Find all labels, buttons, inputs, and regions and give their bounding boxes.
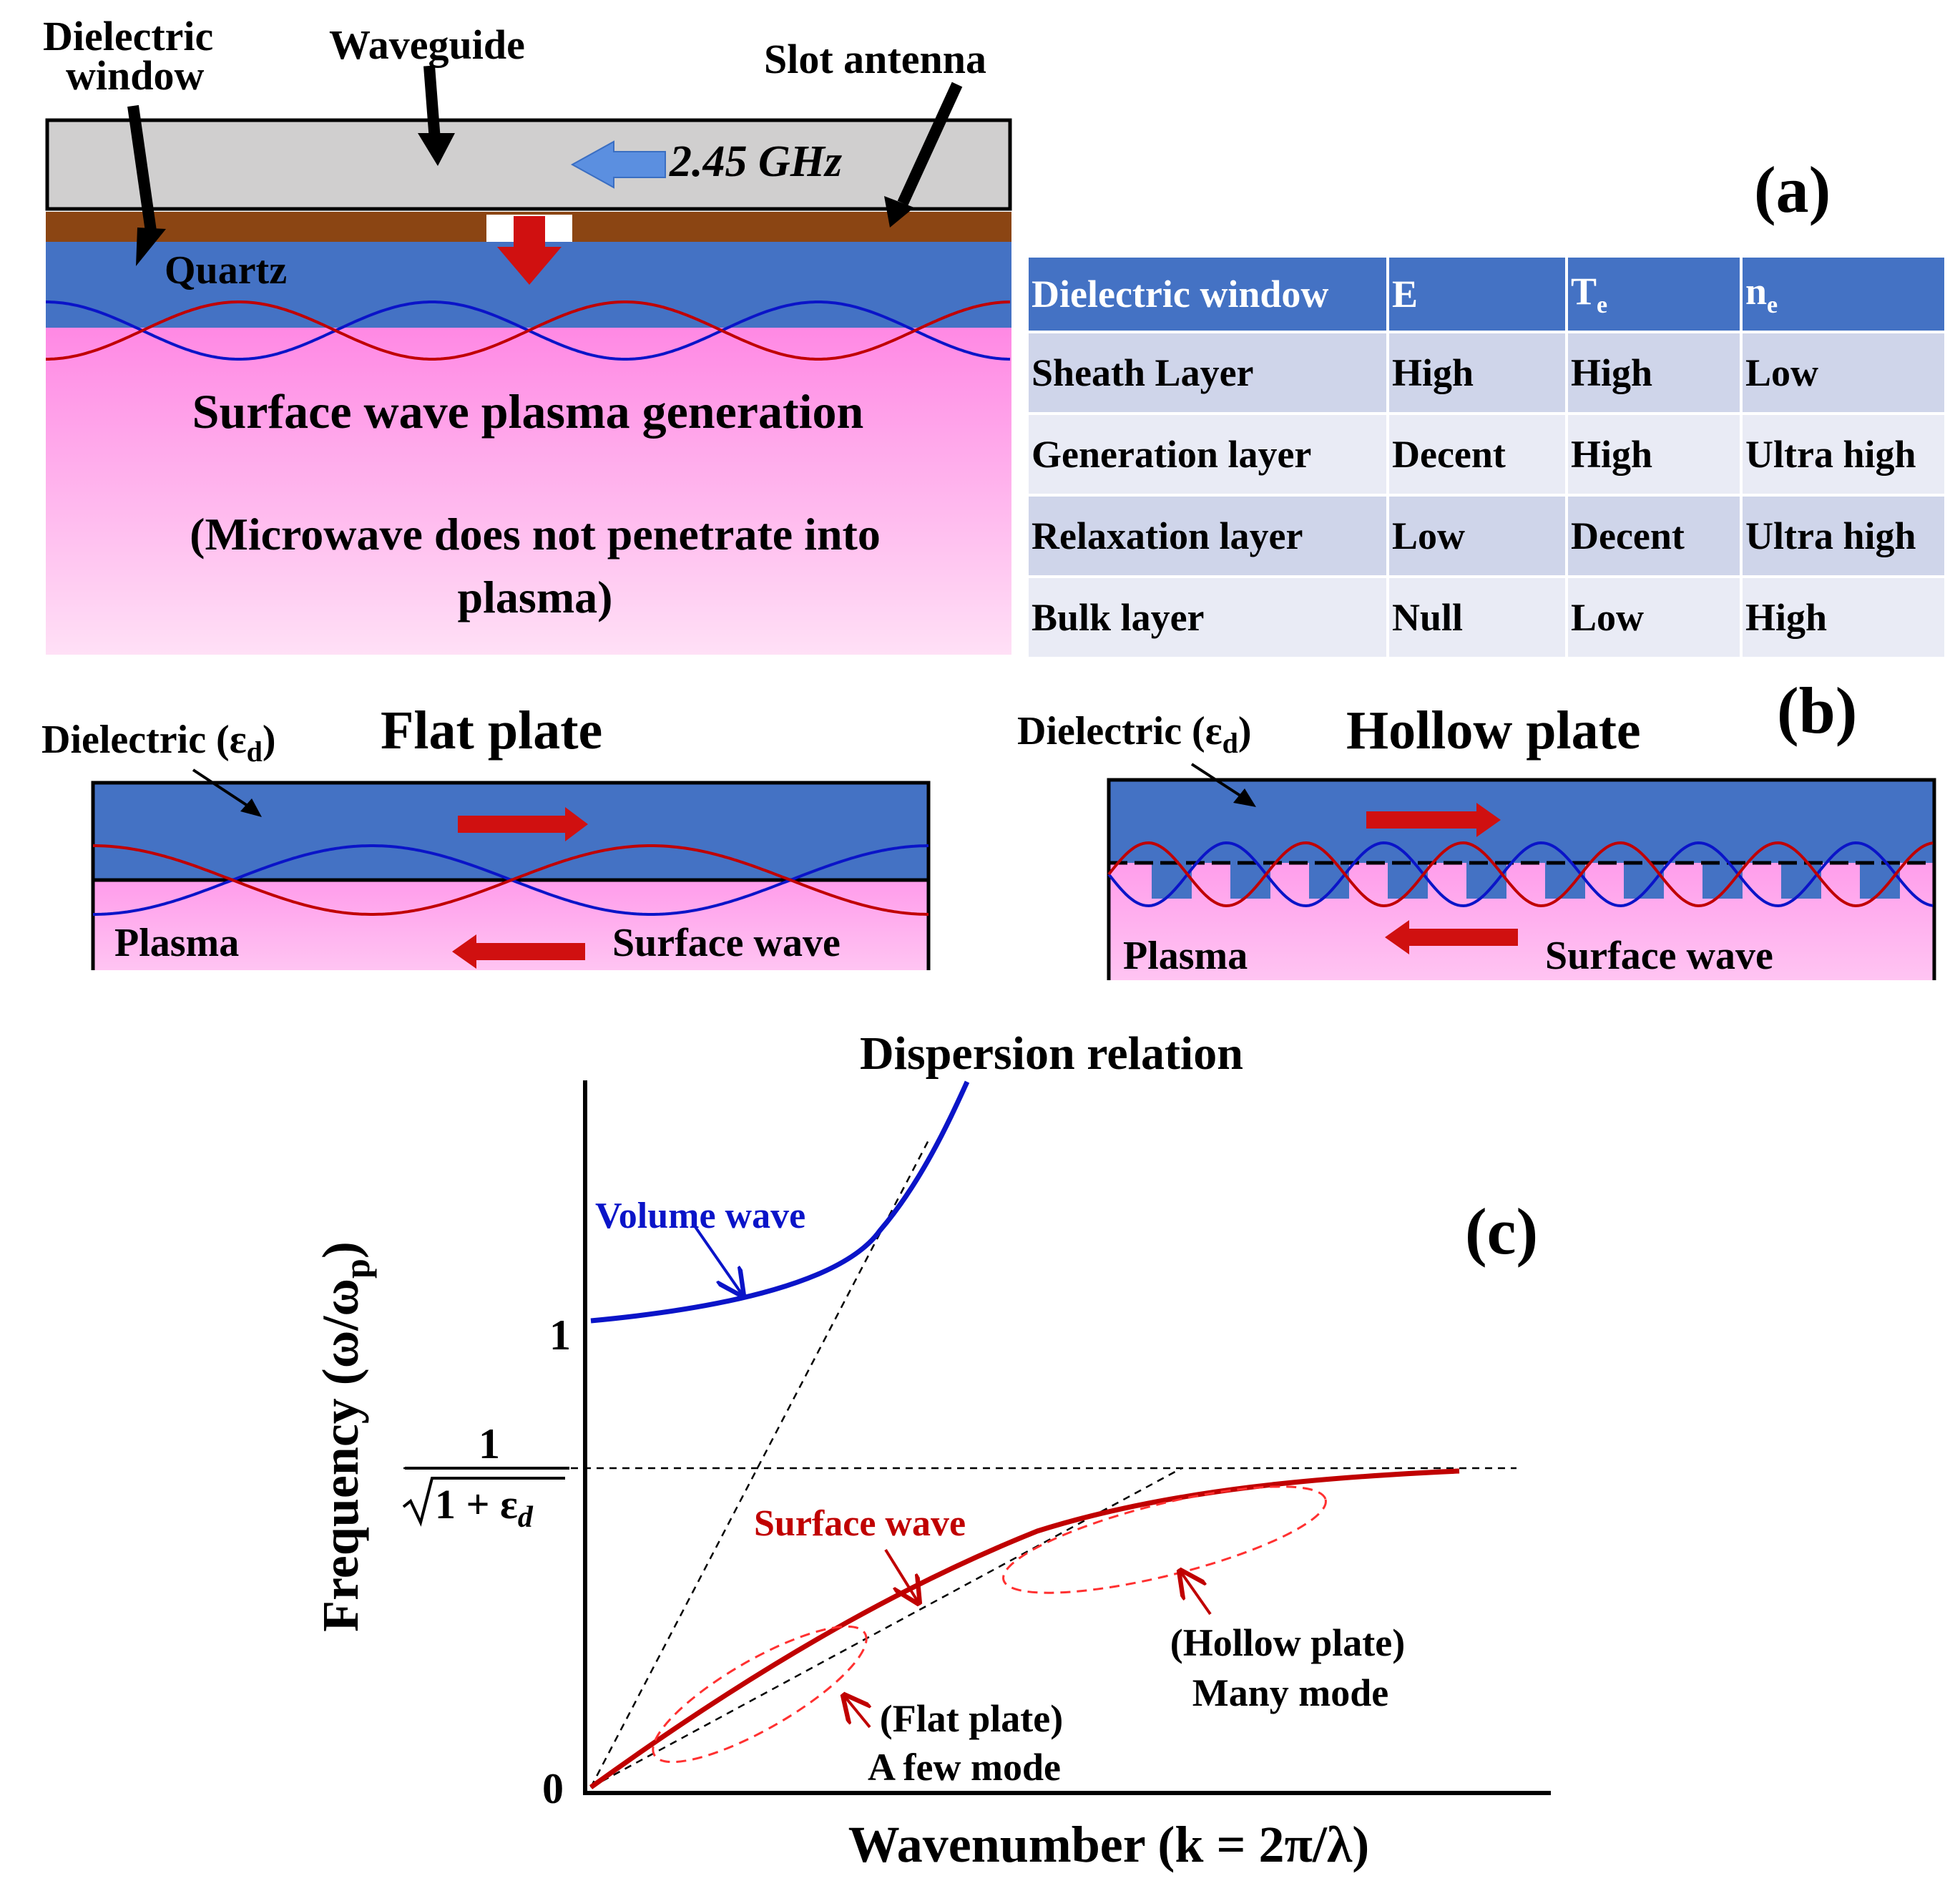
- hollow-surface-wave-label: Surface wave: [1545, 934, 1773, 978]
- table-cell: High: [1567, 414, 1743, 497]
- dispersion-title: Dispersion relation: [860, 1027, 1243, 1080]
- asymptote-numerator: 1: [479, 1420, 500, 1467]
- flat-backward-arrow: [452, 934, 585, 969]
- volume-wave-curve: [590, 1080, 970, 1324]
- flat-plate-title: Flat plate: [381, 700, 602, 761]
- flat-note-pointer: [844, 1696, 870, 1729]
- panel-c-label: (c): [1465, 1195, 1538, 1268]
- flat-plasma-label: Plasma: [114, 921, 239, 965]
- flat-pointer-head: [240, 798, 262, 817]
- table-row: Relaxation layer Low Decent Ultra high: [1029, 495, 1947, 578]
- hollow-pointer-head: [1233, 788, 1256, 807]
- asymptote-denominator: 1 + εd: [435, 1481, 534, 1534]
- table-cell: Ultra high: [1741, 414, 1947, 497]
- hollow-wave-red: [1107, 841, 1934, 908]
- propagation-arrow-icon: [570, 140, 666, 189]
- panel-a-wave-red: [46, 301, 1011, 361]
- table-cell: Low: [1567, 577, 1743, 660]
- hollow-wave-blue: [1107, 841, 1934, 908]
- layer-property-table: Dielectric window E Te ne Sheath Layer H…: [1029, 258, 1947, 660]
- flat-note-line-1: (Flat plate): [880, 1697, 1063, 1740]
- table-cell: Sheath Layer: [1029, 332, 1389, 415]
- panel-b-label: (b): [1777, 674, 1857, 747]
- table-cell: Bulk layer: [1029, 577, 1389, 660]
- table-row: Generation layer Decent High Ultra high: [1029, 414, 1947, 497]
- label-pointer-arrows: [127, 65, 963, 266]
- waveguide: [45, 118, 1012, 211]
- plasma-note-line-2: plasma): [458, 572, 613, 622]
- flat-frame: [91, 781, 931, 970]
- volume-wave-pointer: [692, 1223, 743, 1295]
- table-cell: High: [1741, 577, 1947, 660]
- flat-forward-arrow: [458, 807, 588, 841]
- hollow-note-line-2: Many mode: [1192, 1671, 1388, 1714]
- asymptote-fraction: 1 1 + εd: [402, 1420, 569, 1534]
- hollow-forward-arrow: [1366, 803, 1501, 837]
- panel-c-diagram: Dispersion relation (c) Wavenumber (k = …: [312, 1027, 1551, 1873]
- table-cell: High: [1388, 332, 1568, 415]
- panel-a-label: (a): [1754, 153, 1831, 226]
- surface-wave-curve: [589, 1468, 1460, 1789]
- surface-wave-label: Surface wave: [754, 1503, 966, 1544]
- plasma-region: [46, 326, 1011, 655]
- header-ne: ne: [1741, 258, 1947, 333]
- hollow-backward-arrow: [1385, 920, 1518, 954]
- hollow-plasma-label: Plasma: [1123, 934, 1248, 978]
- header-e: E: [1388, 258, 1568, 333]
- hollow-mode-ellipse: [1002, 1485, 1327, 1594]
- waveguide-label: Waveguide: [329, 21, 525, 68]
- hollow-note-line-1: (Hollow plate): [1170, 1621, 1405, 1664]
- flat-mode-ellipse: [652, 1625, 868, 1764]
- hollow-dielectric-label: Dielectric (εd): [1017, 709, 1252, 759]
- hollow-frame: [1107, 778, 1936, 980]
- table-cell: Decent: [1567, 495, 1743, 578]
- table-cell: Ultra high: [1741, 495, 1947, 578]
- header-dielectric-window: Dielectric window: [1029, 258, 1389, 333]
- table-cell: Low: [1741, 332, 1947, 415]
- light-line-dashed: [589, 1137, 931, 1788]
- hollow-note-pointer: [1180, 1571, 1212, 1616]
- flat-note-line-2: A few mode: [868, 1746, 1061, 1789]
- table-row: Bulk layer Null Low High: [1029, 577, 1947, 660]
- plasma-note-line-1: (Microwave does not penetrate into: [190, 509, 881, 560]
- flat-plate-diagram: Dielectric (εd) Flat plate Plasma Surfac…: [41, 700, 931, 970]
- volume-wave-label: Volume wave: [595, 1196, 805, 1236]
- table-cell: Generation layer: [1029, 414, 1389, 497]
- sqrt-symbol: [402, 1477, 565, 1527]
- table-row: Sheath Layer High High Low: [1029, 332, 1947, 415]
- quartz-label: Quartz: [165, 248, 287, 293]
- surface-wave-pointer: [884, 1548, 918, 1603]
- slot-antenna-label: Slot antenna: [764, 36, 986, 82]
- plasma-generation-title: Surface wave plasma generation: [192, 384, 864, 439]
- hollow-plate-diagram: Dielectric (εd) Hollow plate Plasma Surf…: [1017, 700, 1936, 980]
- dielectric-window-label-1: Dielectric: [43, 13, 213, 59]
- table-cell: High: [1567, 332, 1743, 415]
- hollow-dielectric-pointer: [1190, 763, 1246, 800]
- table-cell: Relaxation layer: [1029, 495, 1389, 578]
- slot-emission-arrow: [497, 216, 562, 285]
- table-cell: Decent: [1388, 414, 1568, 497]
- table-cell: Low: [1388, 495, 1568, 578]
- table-header-row: Dielectric window E Te ne: [1029, 258, 1947, 333]
- y-axis-label: Frequency (ω/ωp): [312, 1241, 377, 1632]
- flat-dielectric-label: Dielectric (εd): [41, 718, 276, 768]
- plot-axes: [583, 1080, 1551, 1795]
- dielectric-window-label-2: window: [66, 52, 205, 99]
- panel-a-diagram: Dielectric window Waveguide Slot antenna…: [43, 13, 1831, 655]
- flat-wave-red: [93, 844, 929, 916]
- frequency-label: 2.45 GHz: [669, 137, 842, 186]
- hollow-light-line-dashed: [590, 1467, 1182, 1789]
- hollow-plate-title: Hollow plate: [1346, 700, 1641, 761]
- flat-surface-wave-label: Surface wave: [612, 921, 841, 965]
- header-te: Te: [1567, 258, 1743, 333]
- x-axis-label: Wavenumber (k = 2π/λ): [848, 1816, 1370, 1873]
- y-tick-one: 1: [549, 1311, 571, 1359]
- flat-dielectric-pointer: [192, 768, 253, 810]
- panel-b-diagram: (b) Dielectric (εd) Flat plate Plasma Su…: [41, 674, 1936, 980]
- y-tick-zero: 0: [542, 1765, 564, 1812]
- table-cell: Null: [1388, 577, 1568, 660]
